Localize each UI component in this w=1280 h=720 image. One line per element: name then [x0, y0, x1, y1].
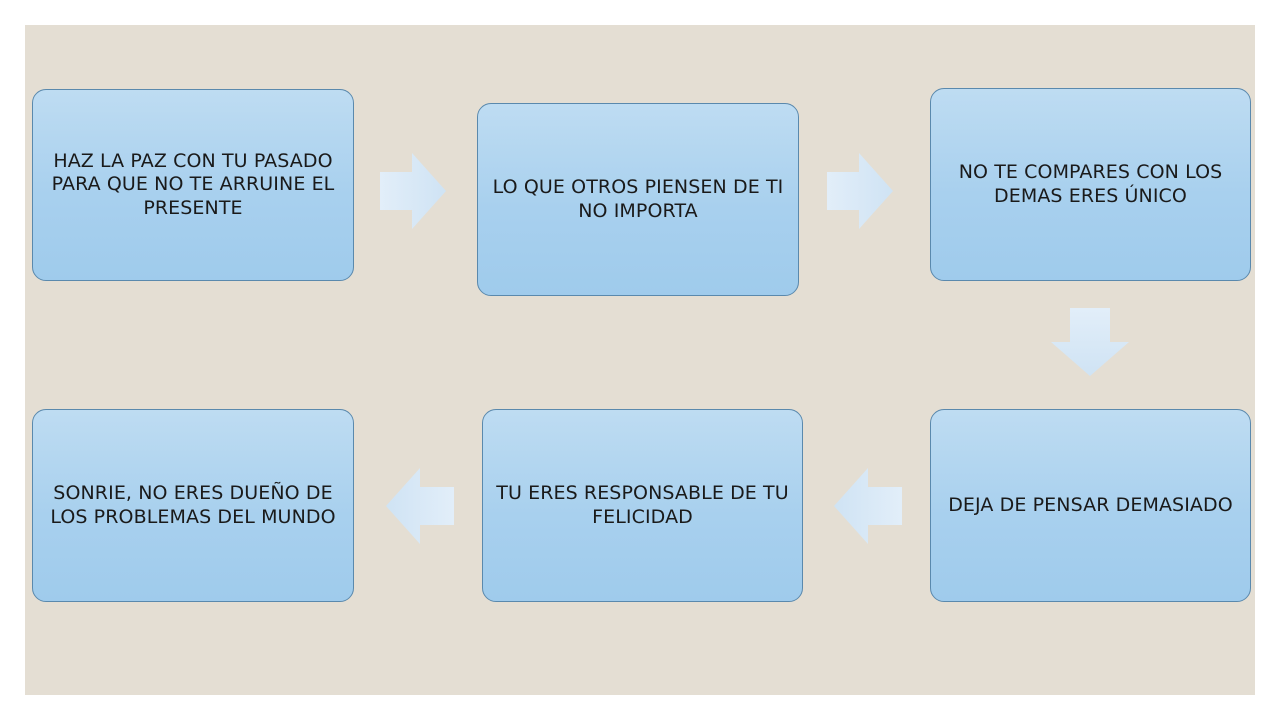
- process-step-4: DEJA DE PENSAR DEMASIADO: [930, 409, 1251, 602]
- process-step-1-label: HAZ LA PAZ CON TU PASADO PARA QUE NO TE …: [51, 150, 335, 219]
- process-step-2: LO QUE OTROS PIENSEN DE TI NO IMPORTA: [477, 103, 799, 296]
- process-step-5-label: TU ERES RESPONSABLE DE TU FELICIDAD: [496, 482, 789, 528]
- process-step-6-label: SONRIE, NO ERES DUEÑO DE LOS PROBLEMAS D…: [50, 482, 336, 528]
- process-step-3: NO TE COMPARES CON LOS DEMAS ERES ÚNICO: [930, 88, 1251, 281]
- process-step-6: SONRIE, NO ERES DUEÑO DE LOS PROBLEMAS D…: [32, 409, 354, 602]
- process-step-3-label: NO TE COMPARES CON LOS DEMAS ERES ÚNICO: [958, 161, 1223, 207]
- arrow-right-icon: [380, 153, 446, 229]
- arrow-left-icon: [386, 468, 454, 544]
- arrow-left-icon: [834, 468, 902, 544]
- arrow-down-icon: [1051, 308, 1129, 376]
- process-step-5: TU ERES RESPONSABLE DE TU FELICIDAD: [482, 409, 803, 602]
- process-step-1: HAZ LA PAZ CON TU PASADO PARA QUE NO TE …: [32, 89, 354, 281]
- slide-canvas: HAZ LA PAZ CON TU PASADO PARA QUE NO TE …: [25, 25, 1255, 695]
- process-step-4-label: DEJA DE PENSAR DEMASIADO: [948, 493, 1233, 516]
- arrow-right-icon: [827, 153, 893, 229]
- process-step-2-label: LO QUE OTROS PIENSEN DE TI NO IMPORTA: [492, 176, 784, 222]
